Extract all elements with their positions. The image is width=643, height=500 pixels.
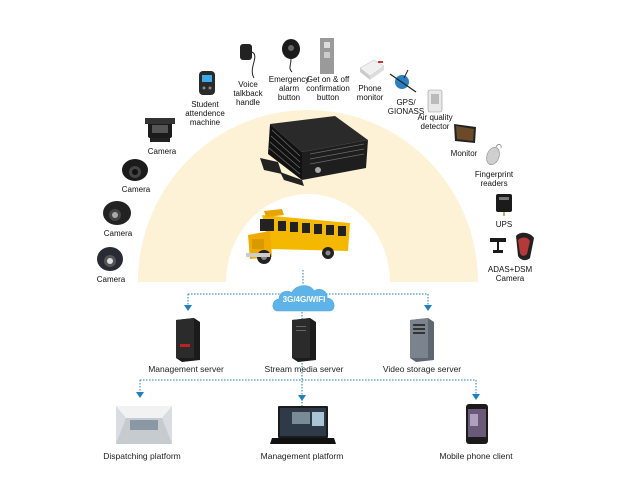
label-camera-rear: Camera	[147, 147, 177, 156]
label-voice-talkback: Voice talkback handle	[233, 80, 263, 107]
camera-icon	[103, 201, 131, 225]
gps-antenna-icon	[389, 69, 417, 93]
label-student-attendance: Student attendence machine	[185, 100, 225, 127]
ups-icon	[496, 194, 512, 216]
arc-ring	[138, 110, 478, 282]
adas-dsm-camera-icon	[490, 232, 534, 261]
label-stream-media-server: Stream media server	[264, 364, 344, 374]
fingerprint-reader-icon	[486, 144, 502, 166]
management-server-icon	[176, 318, 200, 362]
dispatching-platform-icon	[116, 406, 172, 444]
arrow-down-icon	[298, 395, 306, 401]
label-camera-dome-1: Camera	[121, 185, 151, 194]
talkback-handle-icon	[240, 44, 256, 79]
label-emergency-alarm: Emergency alarm button	[268, 75, 310, 102]
label-fingerprint: Fingerprint readers	[474, 170, 514, 188]
label-camera-dome-3: Camera	[96, 275, 126, 284]
label-air-quality: Air quality detector	[417, 113, 453, 131]
label-ups: UPS	[495, 220, 513, 229]
attendance-machine-icon	[199, 71, 215, 95]
label-monitor: Monitor	[450, 149, 478, 158]
mobile-dvr-device	[260, 116, 368, 186]
camera-icon	[145, 118, 175, 142]
mobile-phone-icon	[466, 404, 488, 444]
label-management-platform: Management platform	[260, 451, 344, 461]
air-quality-detector-icon	[427, 89, 443, 113]
camera-icon	[97, 247, 123, 271]
arrow-down-icon	[136, 392, 144, 398]
label-camera-dome-2: Camera	[103, 229, 133, 238]
school-bus	[246, 209, 350, 264]
network-label: 3G/4G/WIFI	[282, 295, 326, 304]
label-phone-monitor: Phone monitor	[356, 84, 384, 102]
arrow-down-icon	[184, 305, 192, 311]
label-adas-dsm: ADAS+DSM Camera	[487, 265, 533, 283]
label-mobile-phone-client: Mobile phone client	[439, 451, 513, 461]
label-management-server: Management server	[148, 364, 224, 374]
stream-media-server-icon	[292, 318, 316, 362]
label-video-storage-server: Video storage server	[382, 364, 462, 374]
video-storage-server-icon	[410, 318, 434, 362]
camera-icon	[122, 159, 148, 181]
laptop-icon	[270, 406, 336, 444]
phone-monitor-icon	[359, 59, 385, 80]
cloud-icon	[272, 285, 335, 312]
arrow-down-icon	[424, 305, 432, 311]
confirmation-button-icon	[320, 38, 334, 74]
arrow-down-icon	[472, 394, 480, 400]
label-dispatching-platform: Dispatching platform	[103, 451, 181, 461]
network-cloud	[272, 285, 335, 312]
label-get-on-off: Get on & off confirmation button	[306, 75, 350, 102]
label-gps: GPS/ GIONASS	[387, 98, 425, 116]
emergency-button-icon	[282, 39, 300, 73]
monitor-icon	[454, 124, 476, 143]
